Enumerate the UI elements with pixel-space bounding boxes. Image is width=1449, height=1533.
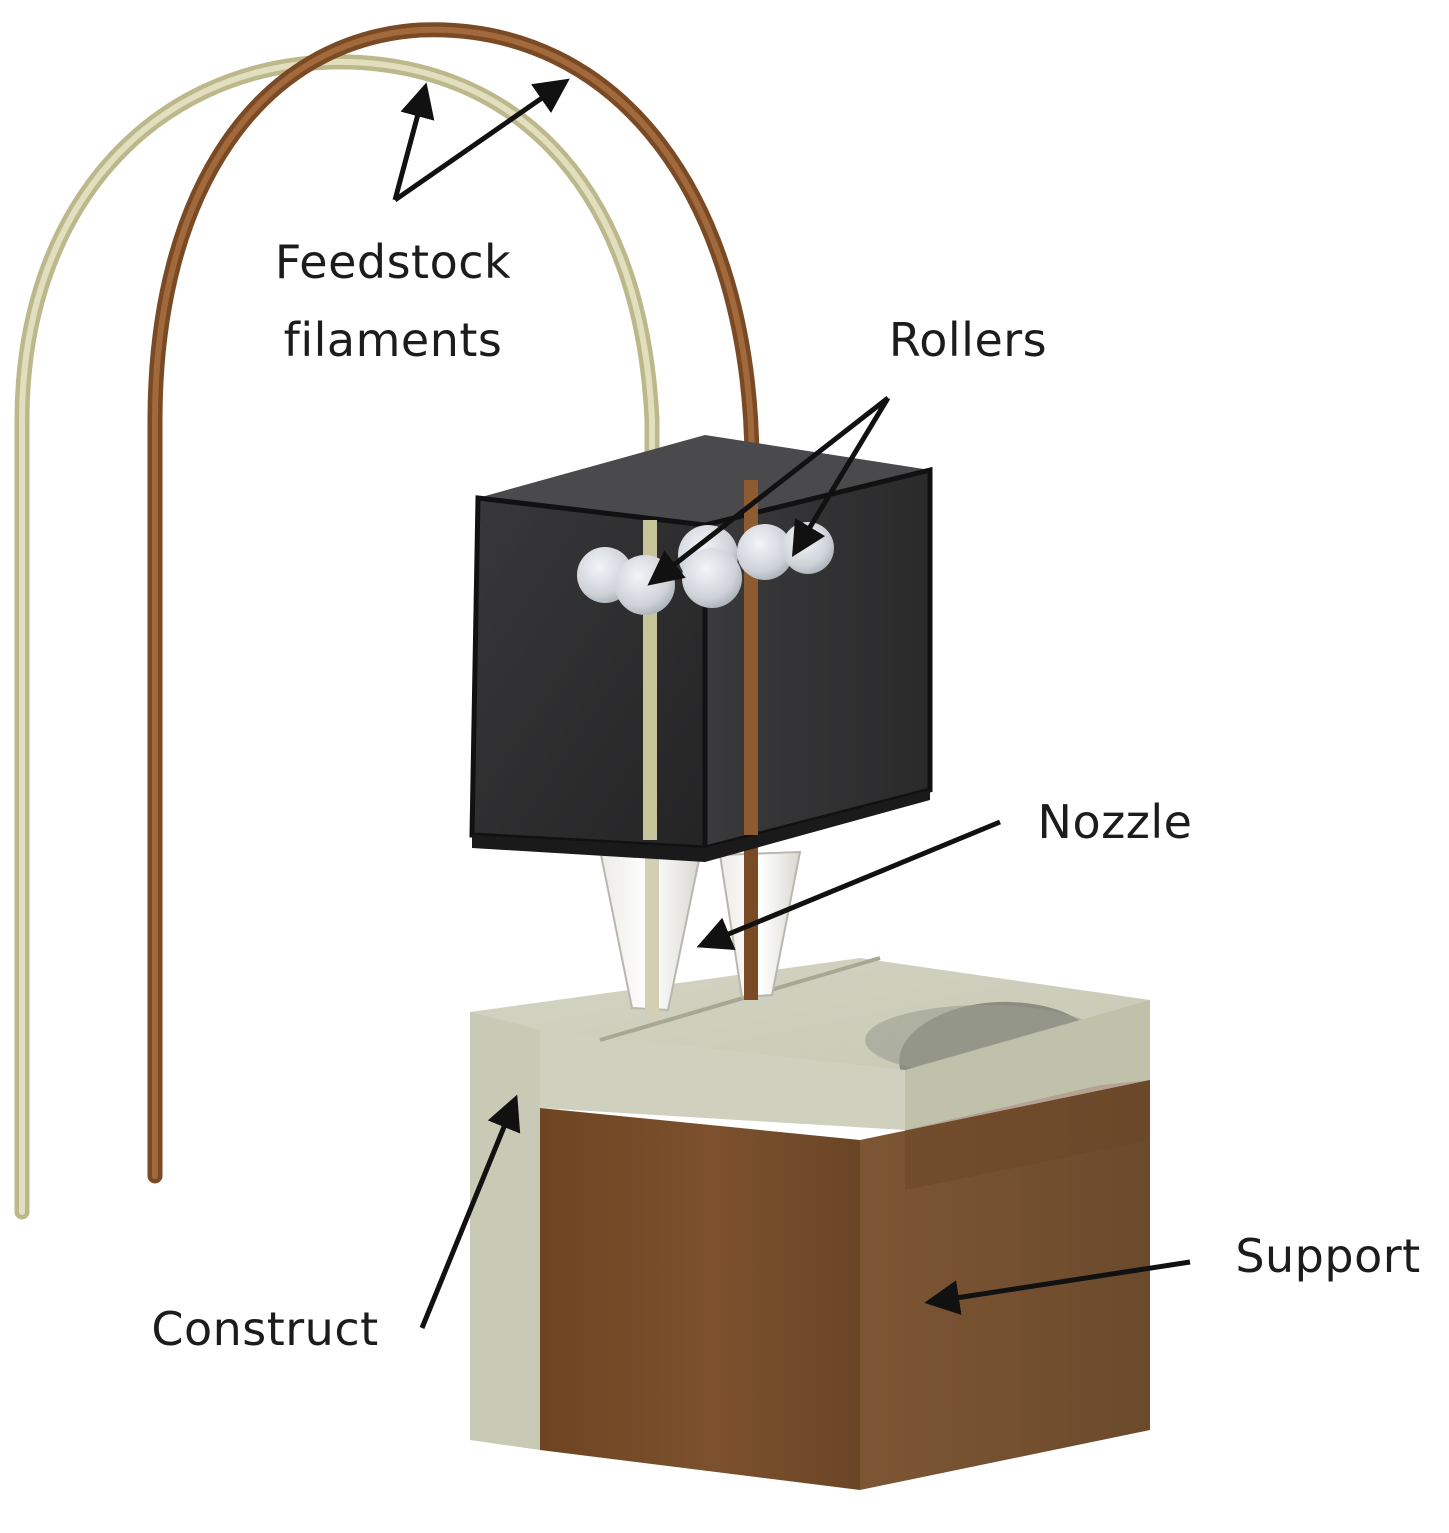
label-feedstock-line2: filaments — [284, 313, 503, 367]
arrow-nozzle — [696, 819, 1001, 951]
label-support: Support — [1235, 1229, 1420, 1283]
build-block — [470, 956, 1150, 1490]
dark-filament-highlight — [152, 26, 755, 1179]
label-rollers: Rollers — [889, 313, 1047, 367]
callout-labels: Feedstock filaments Rollers Nozzle Suppo… — [151, 235, 1420, 1356]
arrow-construct — [419, 1094, 521, 1329]
callout-arrows — [392, 78, 1191, 1329]
arrow-feedstock-light — [392, 82, 435, 201]
light-filament-highlight — [19, 58, 655, 1215]
nozzle-assembly — [598, 840, 802, 1015]
label-feedstock-line1: Feedstock — [275, 235, 511, 289]
roller — [682, 548, 742, 608]
construct-right-band — [905, 1000, 1150, 1130]
label-nozzle: Nozzle — [1038, 795, 1193, 849]
feedstock-filaments — [14, 22, 760, 1220]
extruder-head — [469, 435, 933, 862]
arrow-feedstock-dark — [393, 78, 570, 203]
arrow-roller-left — [647, 396, 890, 586]
arrow-roller-right — [791, 396, 891, 557]
construct-band — [540, 1030, 905, 1130]
roller — [615, 555, 675, 615]
label-construct: Construct — [151, 1302, 378, 1356]
roller — [737, 524, 793, 580]
construct-front — [470, 1012, 540, 1450]
extruder-front — [469, 495, 708, 851]
arrow-support — [924, 1259, 1191, 1315]
support-front — [540, 1108, 860, 1490]
extruder-top — [478, 435, 930, 525]
